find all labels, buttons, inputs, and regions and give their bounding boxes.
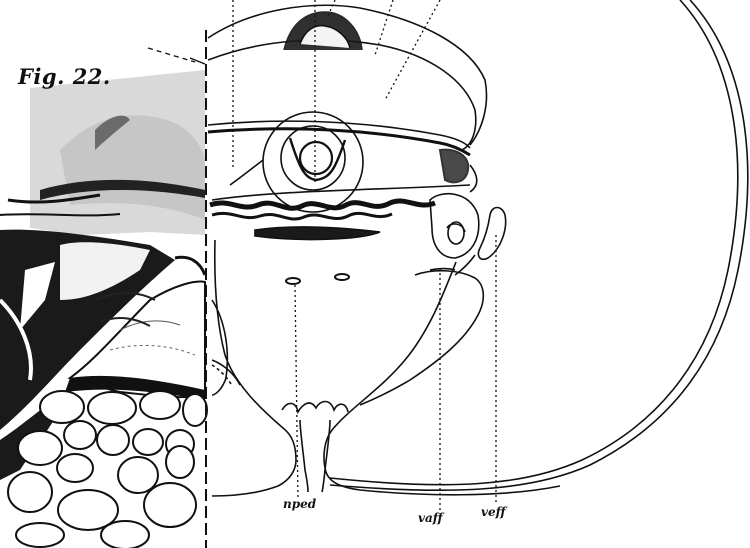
leader-lines <box>233 0 496 510</box>
pedal-nerve-right <box>335 274 349 280</box>
label-vaff: vaff <box>418 511 443 525</box>
micrograph-half <box>0 30 207 548</box>
tick-marks <box>148 48 205 64</box>
central-canal-inner <box>300 142 332 174</box>
central-canal-outer <box>263 112 363 212</box>
outer-mantle-curve <box>330 0 748 490</box>
line-drawing-half <box>208 0 748 496</box>
pedal-nerve-left <box>286 278 300 284</box>
vessel-chamber <box>430 194 479 258</box>
veff-vessel <box>478 208 505 260</box>
body-outline <box>212 240 296 496</box>
figure-label: Fig. 22. <box>18 64 111 89</box>
label-veff: veff <box>481 505 506 519</box>
wavy-band <box>210 201 435 208</box>
label-nped: nped <box>283 497 316 511</box>
pedal-stalk <box>300 420 330 492</box>
